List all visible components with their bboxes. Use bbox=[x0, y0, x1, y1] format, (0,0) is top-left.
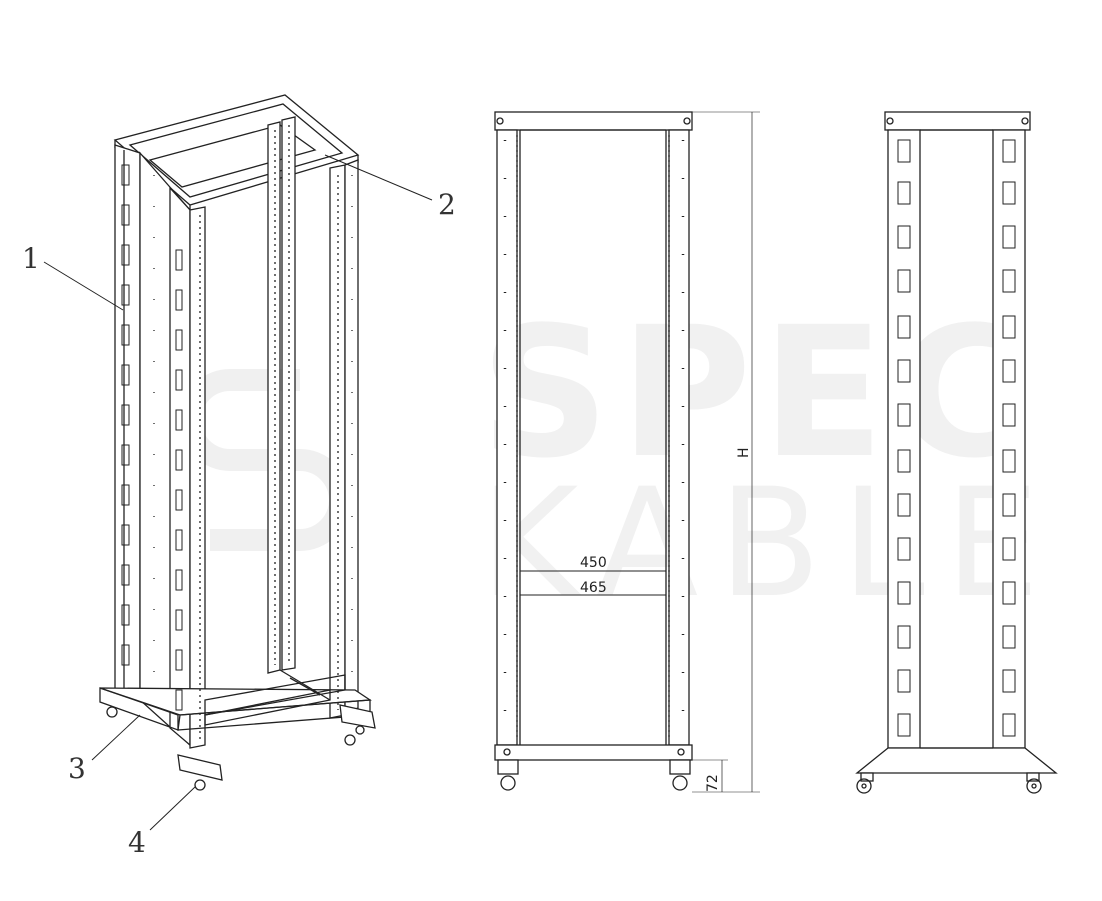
side-view-slots bbox=[897, 139, 1016, 737]
isometric-rack-view bbox=[99, 94, 376, 791]
iso-side-slots bbox=[121, 164, 183, 711]
watermark-line1: SPEC bbox=[480, 289, 1037, 498]
side-rack-view bbox=[855, 111, 1058, 794]
dimension-465: 465 bbox=[580, 580, 607, 596]
callout-leaders bbox=[43, 154, 433, 831]
callout-4: 4 bbox=[128, 826, 146, 859]
watermark: SPEC KABLE bbox=[179, 289, 1060, 631]
front-rack-view bbox=[494, 111, 693, 791]
callout-2: 2 bbox=[438, 188, 456, 221]
front-dimension-lines bbox=[520, 111, 760, 793]
dimension-450: 450 bbox=[580, 555, 607, 571]
dimension-base: 72 bbox=[705, 774, 721, 792]
watermark-line2: KABLE bbox=[480, 457, 1060, 631]
callout-3: 3 bbox=[68, 752, 86, 785]
callout-1: 1 bbox=[22, 242, 40, 275]
dimension-height: H bbox=[736, 447, 752, 458]
watermark-logo bbox=[179, 369, 351, 551]
